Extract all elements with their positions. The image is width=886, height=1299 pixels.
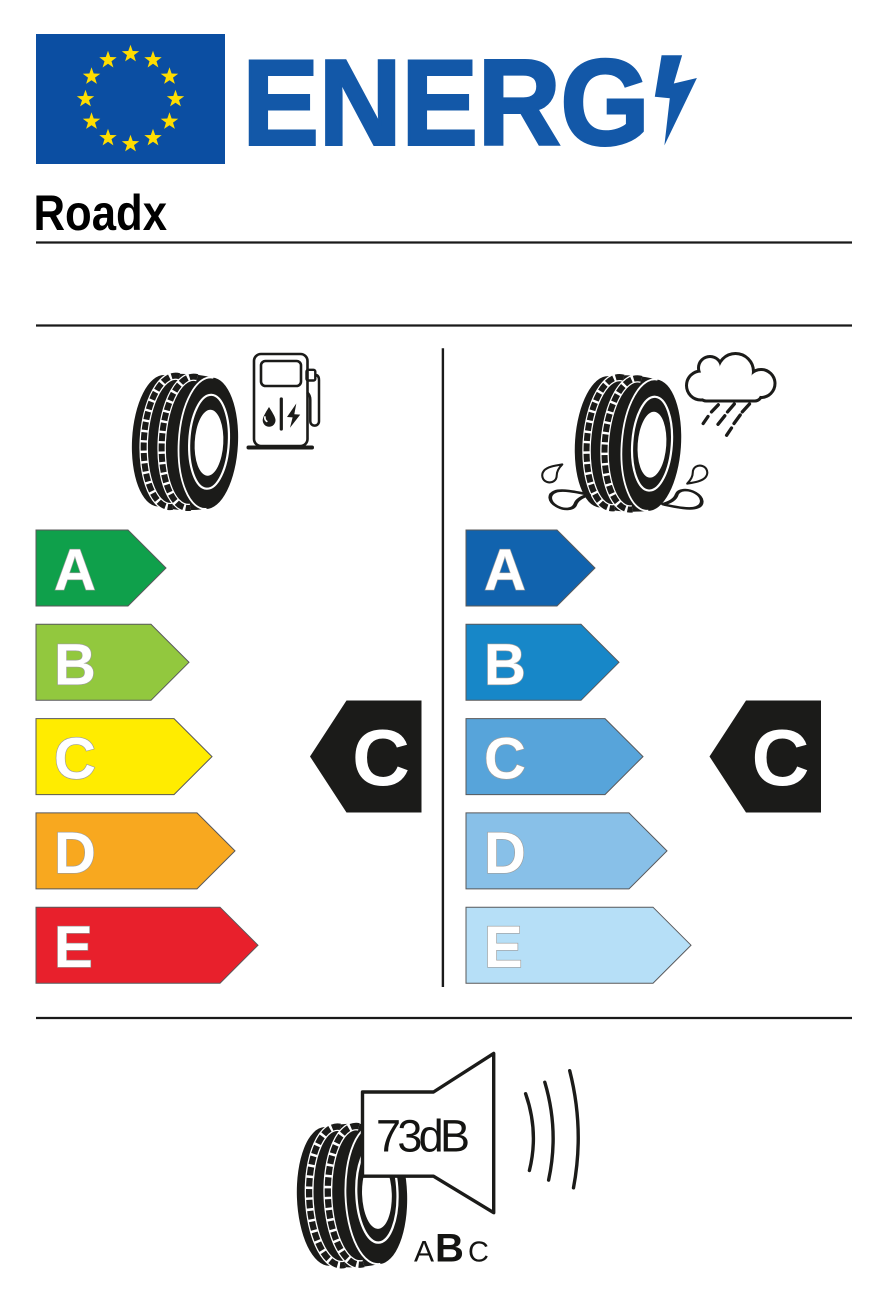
svg-text:C: C: [752, 713, 810, 802]
svg-text:C: C: [352, 713, 410, 802]
svg-text:ENERG: ENERG: [243, 34, 650, 170]
svg-text:E: E: [54, 915, 93, 980]
svg-text:B: B: [435, 1227, 464, 1271]
svg-text:A: A: [54, 538, 96, 603]
svg-text:C: C: [484, 727, 526, 792]
svg-text:73dB: 73dB: [376, 1111, 470, 1162]
svg-text:C: C: [468, 1237, 489, 1269]
svg-text:B: B: [484, 632, 526, 697]
svg-text:D: D: [54, 821, 96, 886]
svg-text:Roadx: Roadx: [34, 185, 168, 241]
svg-text:A: A: [414, 1236, 434, 1269]
svg-text:B: B: [54, 632, 96, 697]
svg-text:D: D: [484, 821, 526, 886]
svg-text:C: C: [54, 727, 96, 792]
svg-text:E: E: [484, 915, 523, 980]
svg-text:A: A: [484, 538, 526, 603]
